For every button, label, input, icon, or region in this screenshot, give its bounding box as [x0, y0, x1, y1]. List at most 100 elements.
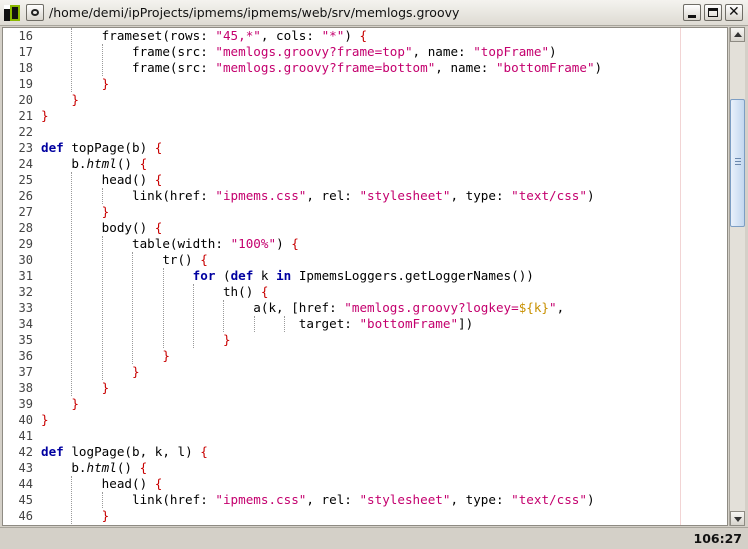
code-token: [41, 364, 132, 379]
code-line: }: [41, 412, 49, 428]
minimize-button[interactable]: [683, 4, 701, 21]
code-token: IpmemsLoggers.getLoggerNames()): [291, 268, 534, 283]
line-number: 46: [18, 509, 33, 523]
code-token: link(href:: [41, 188, 216, 203]
line-number: 20: [18, 93, 33, 107]
code-token: ): [344, 28, 360, 43]
keyword-token: def: [230, 268, 254, 283]
string-token: "ipmems.css": [215, 492, 307, 507]
code-token: (: [215, 268, 231, 283]
code-line: }: [41, 396, 79, 412]
code-token: target:: [41, 316, 360, 331]
line-number: 39: [18, 397, 33, 411]
grip-icon: [735, 158, 741, 159]
line-number: 19: [18, 77, 33, 91]
code-token: ): [549, 44, 557, 59]
line-number: 42: [18, 445, 33, 459]
code-token: b.: [41, 460, 87, 475]
brace-token: {: [359, 28, 368, 43]
caret-position: 106:27: [693, 531, 743, 546]
line-number: 18: [18, 61, 33, 75]
code-line: for (def k in IpmemsLoggers.getLoggerNam…: [41, 268, 534, 284]
string-token: "stylesheet": [359, 188, 451, 203]
brace-token: }: [41, 108, 49, 123]
brace-token: {: [155, 524, 163, 525]
line-number: 29: [18, 237, 33, 251]
string-token: "memlogs.groovy?logkey=: [344, 300, 519, 315]
code-line: b.html() {: [41, 156, 147, 172]
line-number: 23: [18, 141, 33, 155]
code-line: }: [41, 332, 231, 348]
title-bar[interactable]: /home/demi/ipProjects/ipmems/ipmems/web/…: [0, 0, 748, 26]
string-token: "text/css": [511, 492, 587, 507]
line-number: 17: [18, 45, 33, 59]
code-token: ): [586, 188, 595, 203]
line-number: 32: [18, 285, 33, 299]
vertical-scrollbar[interactable]: [729, 27, 745, 526]
code-line: target: "bottomFrame"]): [41, 316, 473, 332]
code-token: link(href:: [41, 492, 216, 507]
code-line: }: [41, 92, 79, 108]
brace-token: }: [132, 364, 140, 379]
maximize-button[interactable]: [704, 4, 722, 21]
code-line: b.html() {: [41, 460, 147, 476]
line-number: 43: [18, 461, 33, 475]
code-token: ): [586, 492, 595, 507]
brace-token: {: [154, 220, 163, 235]
close-button[interactable]: ✕: [725, 4, 743, 21]
code-line: def topPage(b) {: [41, 140, 162, 156]
line-number: 38: [18, 381, 33, 395]
code-token: b.: [41, 156, 87, 171]
code-token: k: [253, 268, 277, 283]
code-line: a(k, [href: "memlogs.groovy?logkey=${k}"…: [41, 300, 564, 316]
string-token: "*": [321, 28, 345, 43]
line-number: 37: [18, 365, 33, 379]
code-token: head(): [41, 476, 155, 491]
code-line: frame(src: "memlogs.groovy?frame=top", n…: [41, 44, 557, 60]
code-token: [41, 396, 71, 411]
code-line: table(width: "100%") {: [41, 236, 299, 252]
scrollbar-thumb[interactable]: [730, 99, 745, 227]
brace-token: {: [154, 140, 163, 155]
line-number: 16: [18, 29, 33, 43]
code-token: , name:: [412, 44, 474, 59]
code-token: tr(): [41, 252, 201, 267]
line-number: 31: [18, 269, 33, 283]
brace-token: }: [101, 508, 110, 523]
window-menu-button[interactable]: [26, 4, 44, 21]
code-token: frame(src:: [41, 60, 216, 75]
code-token: topPage(b): [63, 140, 155, 155]
brace-token: }: [101, 204, 110, 219]
string-token: "memlogs.groovy?frame=bottom": [215, 60, 436, 75]
arrow-up-icon: [734, 32, 742, 37]
code-line: frame(src: "memlogs.groovy?frame=bottom"…: [41, 60, 602, 76]
brace-token: {: [139, 460, 148, 475]
brace-token: }: [162, 348, 170, 363]
code-line: body() {: [41, 524, 163, 525]
code-line: body() {: [41, 220, 163, 236]
code-token: table(width:: [41, 236, 231, 251]
code-token: body(): [41, 220, 155, 235]
line-number: 25: [18, 173, 33, 187]
scroll-down-button[interactable]: [730, 511, 745, 526]
code-token: ${k}: [518, 300, 550, 315]
string-token: ": [549, 300, 557, 315]
line-number: 45: [18, 493, 33, 507]
code-token: , cols:: [260, 28, 322, 43]
line-number: 27: [18, 205, 33, 219]
code-token: a(k, [href:: [41, 300, 345, 315]
string-token: "memlogs.groovy?frame=top": [215, 44, 413, 59]
scroll-up-button[interactable]: [730, 27, 745, 42]
app-icon: [4, 5, 20, 21]
code-token: html: [86, 156, 117, 171]
code-line: th() {: [41, 284, 269, 300]
line-number: 24: [18, 157, 33, 171]
line-number: 41: [18, 429, 33, 443]
code-token: ]): [458, 316, 474, 331]
indent-guide: [132, 252, 134, 364]
indent-guide: [71, 172, 73, 396]
line-number: 35: [18, 333, 33, 347]
